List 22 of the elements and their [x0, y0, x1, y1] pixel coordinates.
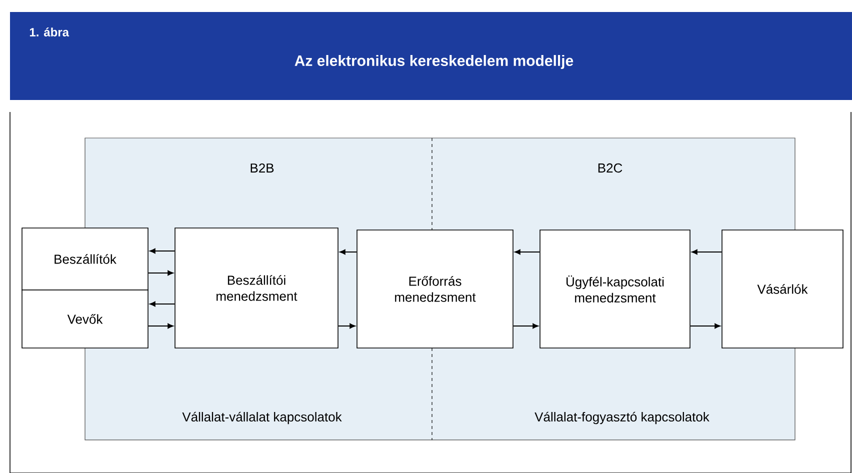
process-box: Beszállítók — [22, 228, 148, 290]
arrow — [148, 323, 174, 329]
section-label: B2C — [598, 163, 622, 173]
arrow — [692, 249, 722, 255]
section-label: B2B — [250, 163, 274, 173]
section-caption: Vállalat-vállalat kapcsolatok — [182, 412, 342, 424]
section-caption: Vállalat-fogyasztó kapcsolatok — [534, 412, 710, 424]
arrow — [148, 270, 174, 276]
process-box: Vevők — [22, 290, 148, 348]
arrow — [514, 249, 540, 255]
arrow — [150, 248, 176, 254]
arrow — [512, 323, 538, 329]
process-box: Vásárlók — [722, 230, 844, 348]
title: Az elektronikus kereskedelem modellje — [294, 55, 574, 69]
process-box: Erőforrás menedzsment — [356, 230, 514, 348]
arrow — [340, 249, 358, 255]
arrow — [150, 301, 176, 307]
figure-number: 1. ábra — [30, 28, 70, 36]
arrow — [338, 323, 356, 329]
process-box: Ügyfél-kapcsolati menedzsment — [540, 230, 690, 348]
process-box: Beszállítói menedzsment — [174, 228, 338, 348]
arrow — [690, 323, 720, 329]
